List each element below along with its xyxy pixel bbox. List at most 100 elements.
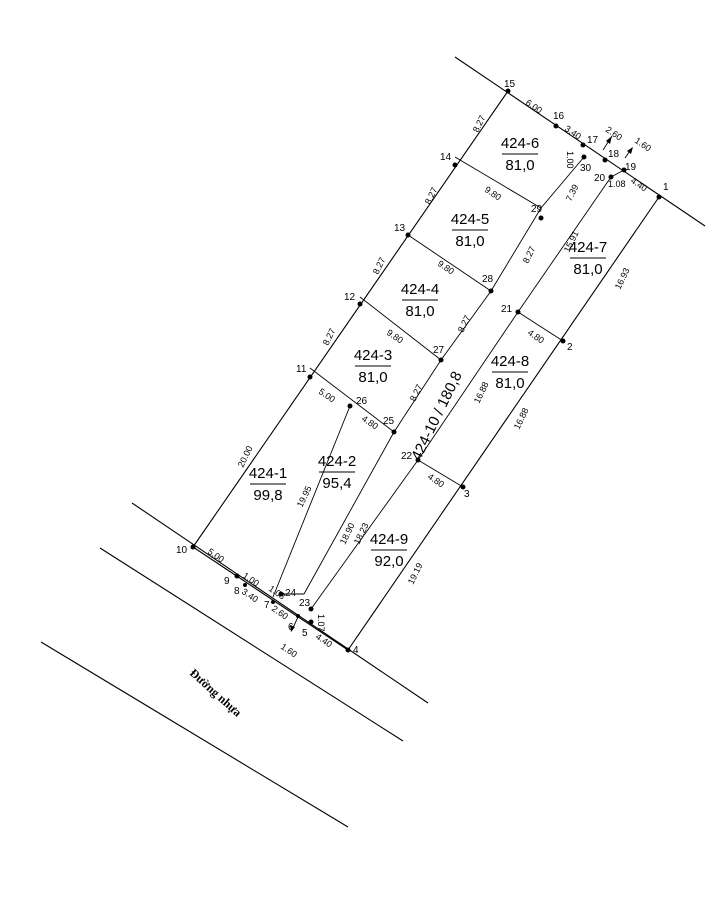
svg-text:12: 12 [344,292,356,303]
line-20-23 [517,176,612,313]
svg-text:18: 18 [608,149,620,160]
point-28: 28 [482,274,494,294]
dim-13-12: 8.27 [371,256,388,276]
svg-text:81,0: 81,0 [358,369,387,386]
back-boundary [454,56,706,227]
point-1: 1 [656,182,669,200]
point-20: 20 [594,173,614,184]
lot-424-7: 424-7 81,0 [569,239,607,278]
survey-points: 1 2 3 4 5 6 7 8 9 10 11 12 13 14 15 16 1… [176,79,669,656]
line-21-22 [417,311,519,461]
point-3: 3 [460,484,470,500]
right-boundary [347,196,660,651]
point-4: 4 [345,645,359,656]
dim-28-27: 8.27 [456,314,473,334]
dim-23-5: 1.07 [316,614,326,632]
svg-text:9: 9 [224,576,230,587]
dim-22-3: 4.80 [426,471,446,489]
dim-26-7: 19.95 [295,484,314,509]
svg-text:21: 21 [501,304,513,315]
dim-29-28: 8.27 [521,245,538,265]
svg-text:15: 15 [504,79,516,90]
point-30: 30 [580,154,592,174]
dim-7-6: 2.60 [270,603,290,621]
svg-text:11: 11 [296,364,307,375]
dim-18-arrow: 1.60 [633,135,653,153]
dim-12-11: 8.27 [321,327,338,347]
svg-text:99,8: 99,8 [253,487,282,504]
svg-text:5: 5 [302,628,308,639]
dim-30-29: 7.39 [564,183,581,203]
svg-text:424-4: 424-4 [401,281,439,298]
line-11-25 [309,367,395,433]
point-18: 18 [602,149,620,163]
road-edge-2 [99,547,404,742]
dim-21-22: 16.88 [472,380,491,405]
svg-text:424-6: 424-6 [501,135,539,152]
svg-text:1: 1 [663,182,669,193]
line-26-7 [272,405,351,598]
direction-arrows [290,135,633,632]
point-27: 27 [433,345,445,363]
line-22-3 [417,459,464,488]
dim-14-13: 8.27 [423,186,440,206]
point-16: 16 [553,111,565,129]
svg-text:424-3: 424-3 [354,347,392,364]
svg-text:424-9: 424-9 [370,531,408,548]
lot-424-6: 424-6 81,0 [501,135,539,174]
svg-text:81,0: 81,0 [455,233,484,250]
arrow-6-head [290,625,295,632]
svg-text:424-8: 424-8 [491,353,529,370]
dim-21-2: 4.80 [526,327,546,345]
dim-6-arrow: 1.60 [279,641,299,659]
lot-424-8: 424-8 81,0 [491,353,529,392]
arrow-17-head [606,136,612,144]
svg-text:3: 3 [464,489,470,500]
arrow-18-head [627,147,633,154]
point-19: 19 [621,162,637,173]
svg-text:424-7: 424-7 [569,239,607,256]
point-7: 7 [264,600,275,611]
svg-text:10: 10 [176,545,188,556]
line-14-29 [454,156,542,209]
line-12-27 [359,296,442,361]
line-22-5 [310,459,419,610]
svg-text:22: 22 [401,451,413,462]
svg-text:81,0: 81,0 [573,261,602,278]
svg-text:20: 20 [594,173,606,184]
dim-16-17: 3.40 [563,123,583,141]
dim-13-28: 9.80 [436,258,456,276]
svg-text:424-5: 424-5 [451,211,489,228]
line-13-28 [407,234,492,292]
lot-424-1: 424-1 99,8 [249,465,287,504]
dim-17-arrow: 2.60 [604,124,624,142]
front-boundary [192,546,349,651]
svg-text:17: 17 [587,135,599,146]
dim-26-25: 4.80 [360,413,380,431]
point-2: 2 [560,338,573,353]
svg-text:23: 23 [299,598,311,609]
point-22: 22 [401,451,421,463]
svg-text:424-2: 424-2 [318,453,356,470]
svg-text:92,0: 92,0 [374,553,403,570]
dim-14-29: 9.80 [483,184,503,202]
dim-5-4: 4.40 [314,631,334,649]
svg-text:14: 14 [440,152,452,163]
svg-text:19: 19 [625,162,637,173]
svg-text:29: 29 [531,204,543,215]
lot-424-5: 424-5 81,0 [451,211,489,250]
svg-text:7: 7 [264,600,270,611]
lot-424-10-label: 424-10 / 180,8 [408,369,466,463]
dim-15-16: 6.00 [524,97,544,115]
svg-text:424-1: 424-1 [249,465,287,482]
point-23: 23 [299,598,314,612]
point-13: 13 [394,223,411,238]
svg-text:25: 25 [383,416,395,427]
lot-424-9: 424-9 92,0 [370,531,408,570]
svg-text:8: 8 [234,586,240,597]
point-11: 11 [296,364,313,380]
dim-27-25: 8.27 [408,383,425,403]
point-6: 6 [288,614,300,633]
svg-text:24: 24 [285,588,297,599]
